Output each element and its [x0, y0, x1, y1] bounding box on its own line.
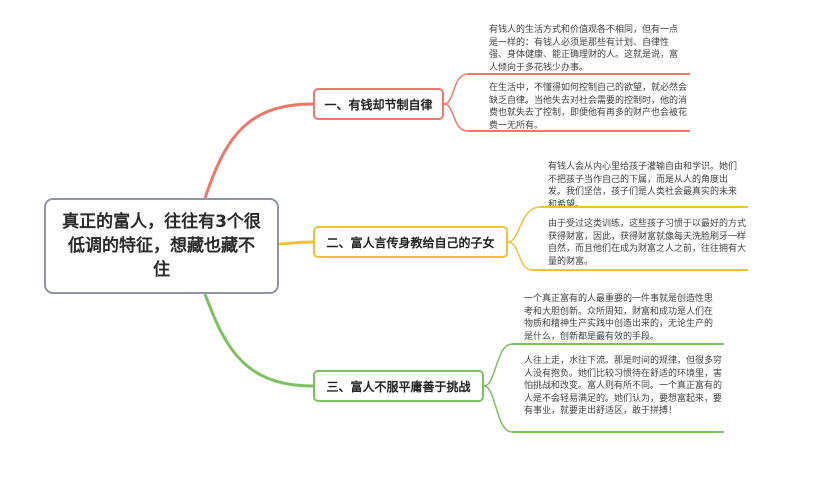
leaf-text: 一个真正富有的人最重要的一件事就是创造性思考和大胆创新。众所周知，财富和成功是人… — [524, 294, 714, 342]
leaf-topic-3-2[interactable]: 人往上走，水往下流。那是时间的规律，但很多穷人没有抱负。她们比较习惯待在舒适的环… — [524, 355, 722, 418]
root-topic-label: 真正的富人，往往有3个很低调的特征，想藏也藏不住 — [62, 212, 261, 280]
leaf-underline — [540, 206, 748, 208]
root-topic[interactable]: 真正的富人，往往有3个很低调的特征，想藏也藏不住 — [44, 198, 279, 294]
branch-topic-1[interactable]: 一、有钱却节制自律 — [313, 88, 444, 120]
leaf-text: 人往上走，水往下流。那是时间的规律，但很多穷人没有抱负。她们比较习惯待在舒适的环… — [524, 356, 723, 416]
branch-label: 三、富人不服平庸善于挑战 — [326, 379, 471, 394]
branch-topic-3[interactable]: 三、富人不服平庸善于挑战 — [313, 370, 484, 402]
leaf-text: 由于受过这类训练，这些孩子习惯于以最好的方式获得财富，因此，获得财富就像每天洗脸… — [548, 219, 747, 267]
leaf-text: 在生活中，不懂得如何控制自己的欲望，就必然会缺乏自律。当他失去对社会需要的控制时… — [489, 83, 688, 131]
leaf-text: 有钱人会从内心里给孩子灌输自由和学识。她们不把孩子当作自己的下属，而是从人的角度… — [548, 162, 738, 210]
leaf-underline — [468, 130, 690, 132]
leaf-underline — [532, 269, 748, 271]
leaf-text: 有钱人的生活方式和价值观各不相同，但有一点是一样的：有钱人必须是那些有计划、自律… — [489, 25, 679, 73]
leaf-topic-1-1[interactable]: 有钱人的生活方式和价值观各不相同，但有一点是一样的：有钱人必须是那些有计划、自律… — [489, 24, 684, 74]
branch-label: 一、有钱却节制自律 — [324, 97, 433, 112]
leaf-underline — [468, 73, 690, 75]
branch-label: 二、富人言传身教给自己的子女 — [326, 235, 495, 250]
leaf-topic-2-1[interactable]: 有钱人会从内心里给孩子灌输自由和学识。她们不把孩子当作自己的下属，而是从人的角度… — [548, 161, 744, 211]
leaf-topic-3-1[interactable]: 一个真正富有的人最重要的一件事就是创造性思考和大胆创新。众所周知，财富和成功是人… — [524, 293, 720, 343]
leaf-underline — [512, 431, 724, 433]
leaf-topic-1-2[interactable]: 在生活中，不懂得如何控制自己的欲望，就必然会缺乏自律。当他失去对社会需要的控制时… — [489, 82, 687, 132]
leaf-topic-2-2[interactable]: 由于受过这类训练，这些孩子习惯于以最好的方式获得财富，因此，获得财富就像每天洗脸… — [548, 218, 746, 268]
branch-topic-2[interactable]: 二、富人言传身教给自己的子女 — [313, 226, 508, 258]
leaf-underline — [512, 343, 724, 345]
